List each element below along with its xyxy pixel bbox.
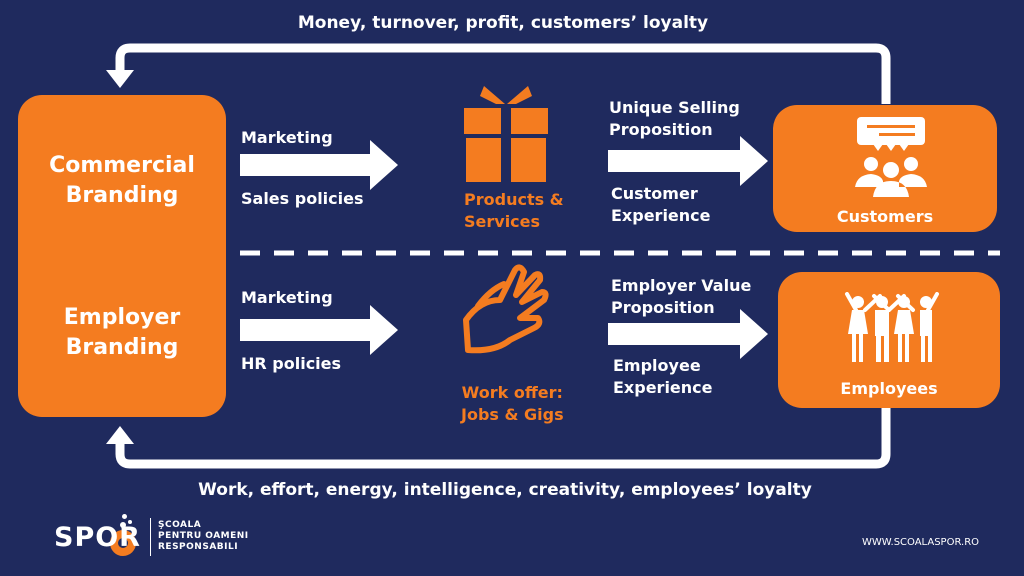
evp-line2: Proposition <box>611 298 715 317</box>
logo-dot <box>128 520 132 524</box>
tagline-line3: RESPONSABILI <box>158 542 239 552</box>
employer-line1: Employer <box>63 305 181 330</box>
employer-branding-label: Employer Branding <box>18 303 226 363</box>
logo-wordmark: SPOR <box>54 522 141 553</box>
top-flow-label: Money, turnover, profit, customers’ loya… <box>297 13 709 33</box>
arrow-employer-1 <box>240 305 398 355</box>
employer-line2: Branding <box>65 335 179 360</box>
bottom-loop-arrowhead <box>106 426 134 444</box>
commercial-branding-label: Commercial Branding <box>18 151 226 211</box>
customers-label: Customers <box>836 207 934 226</box>
logo-o-mark <box>110 530 136 556</box>
usp-line2: Proposition <box>609 120 713 139</box>
employer-arrow1-bottom: HR policies <box>241 354 342 373</box>
employees-icon <box>845 292 939 362</box>
cx-line1: Customer <box>611 184 698 203</box>
employees-label: Employees <box>840 379 938 398</box>
product-line2: Services <box>464 212 541 231</box>
cx-line2: Experience <box>611 206 711 225</box>
work-offer-line2: Jobs & Gigs <box>461 405 564 424</box>
spor-logo: SPOR ŞCOALA PENTRU OAMENI RESPONSABILI <box>54 508 254 556</box>
hands-icon <box>463 264 549 354</box>
customer-experience-label: Customer Experience <box>611 183 711 227</box>
evp-label: Employer Value Proposition <box>611 275 751 319</box>
website-link[interactable]: WWW.SCOALASPOR.RO <box>862 537 980 548</box>
commercial-line2: Branding <box>65 183 179 208</box>
arrow-employer-2 <box>608 309 768 359</box>
employees-box: Employees <box>778 272 1000 408</box>
logo-dot <box>120 522 126 528</box>
employer-arrow1-top: Marketing <box>241 288 333 307</box>
customers-box: Customers <box>773 105 997 232</box>
top-loop-arrowhead <box>106 70 134 88</box>
commercial-line1: Commercial <box>49 153 195 178</box>
tagline-line1: ŞCOALA <box>158 520 202 530</box>
employee-experience-label: Employee Experience <box>613 355 713 399</box>
logo-tagline: ŞCOALA PENTRU OAMENI RESPONSABILI <box>158 520 249 553</box>
logo-divider <box>150 518 151 556</box>
arrow-commercial-2 <box>608 136 768 186</box>
usp-line1: Unique Selling <box>609 98 740 117</box>
ex-line1: Employee <box>613 356 701 375</box>
branding-box: Commercial Branding Employer Branding <box>18 95 226 417</box>
bottom-feedback-loop <box>115 406 891 469</box>
work-offer-line1: Work offer: <box>461 383 563 402</box>
ex-line2: Experience <box>613 378 713 397</box>
work-offer-label: Work offer: Jobs & Gigs <box>461 382 564 426</box>
top-feedback-loop <box>115 43 891 104</box>
product-line1: Products & <box>464 190 564 209</box>
commercial-arrow1-bottom: Sales policies <box>241 189 364 208</box>
tagline-line2: PENTRU OAMENI <box>158 531 249 541</box>
evp-line1: Employer Value <box>611 276 752 295</box>
gift-icon <box>464 86 548 182</box>
logo-dot <box>122 514 127 519</box>
arrow-commercial-1 <box>240 140 398 190</box>
usp-label: Unique Selling Proposition <box>609 97 740 141</box>
commercial-arrow1-top: Marketing <box>241 128 333 147</box>
bottom-flow-label: Work, effort, energy, intelligence, crea… <box>198 480 812 500</box>
products-services-label: Products & Services <box>464 189 564 233</box>
customers-icon <box>855 117 927 197</box>
